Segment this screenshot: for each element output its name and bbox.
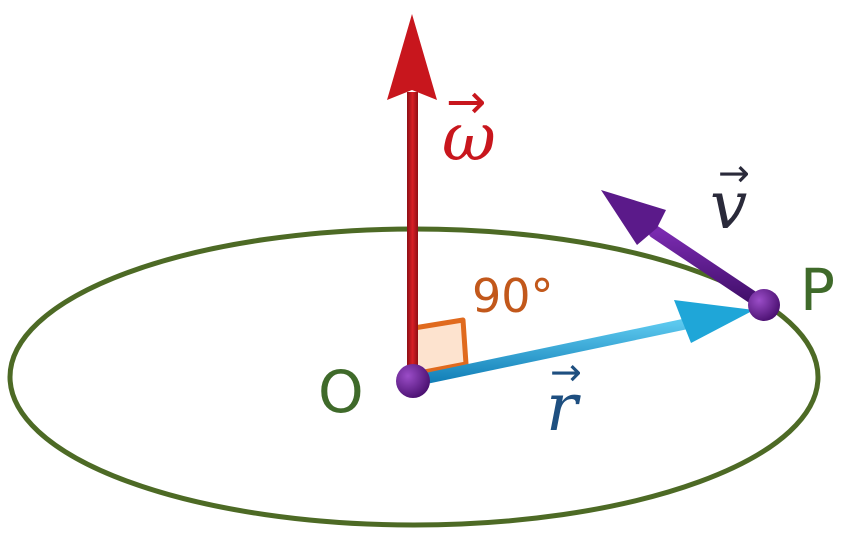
r-symbol: r: [546, 369, 581, 446]
r-vector: [408, 300, 754, 387]
v-vector: [601, 190, 771, 312]
omega-arrow: →: [446, 74, 486, 130]
point-p: [748, 289, 780, 321]
origin-label: O: [318, 358, 364, 426]
point-p-label: P: [800, 256, 835, 324]
r-arrow: →: [550, 350, 582, 394]
omega-vector: [387, 14, 437, 382]
omega-label: ω →: [442, 74, 496, 176]
angle-label: 90°: [472, 269, 554, 323]
right-angle-marker: [411, 317, 469, 377]
v-symbol: v: [710, 167, 747, 244]
v-label: v →: [710, 151, 750, 244]
r-label: r →: [546, 350, 582, 446]
v-arrow: →: [718, 151, 750, 195]
origin-point: [396, 364, 430, 398]
omega-symbol: ω: [442, 99, 496, 176]
